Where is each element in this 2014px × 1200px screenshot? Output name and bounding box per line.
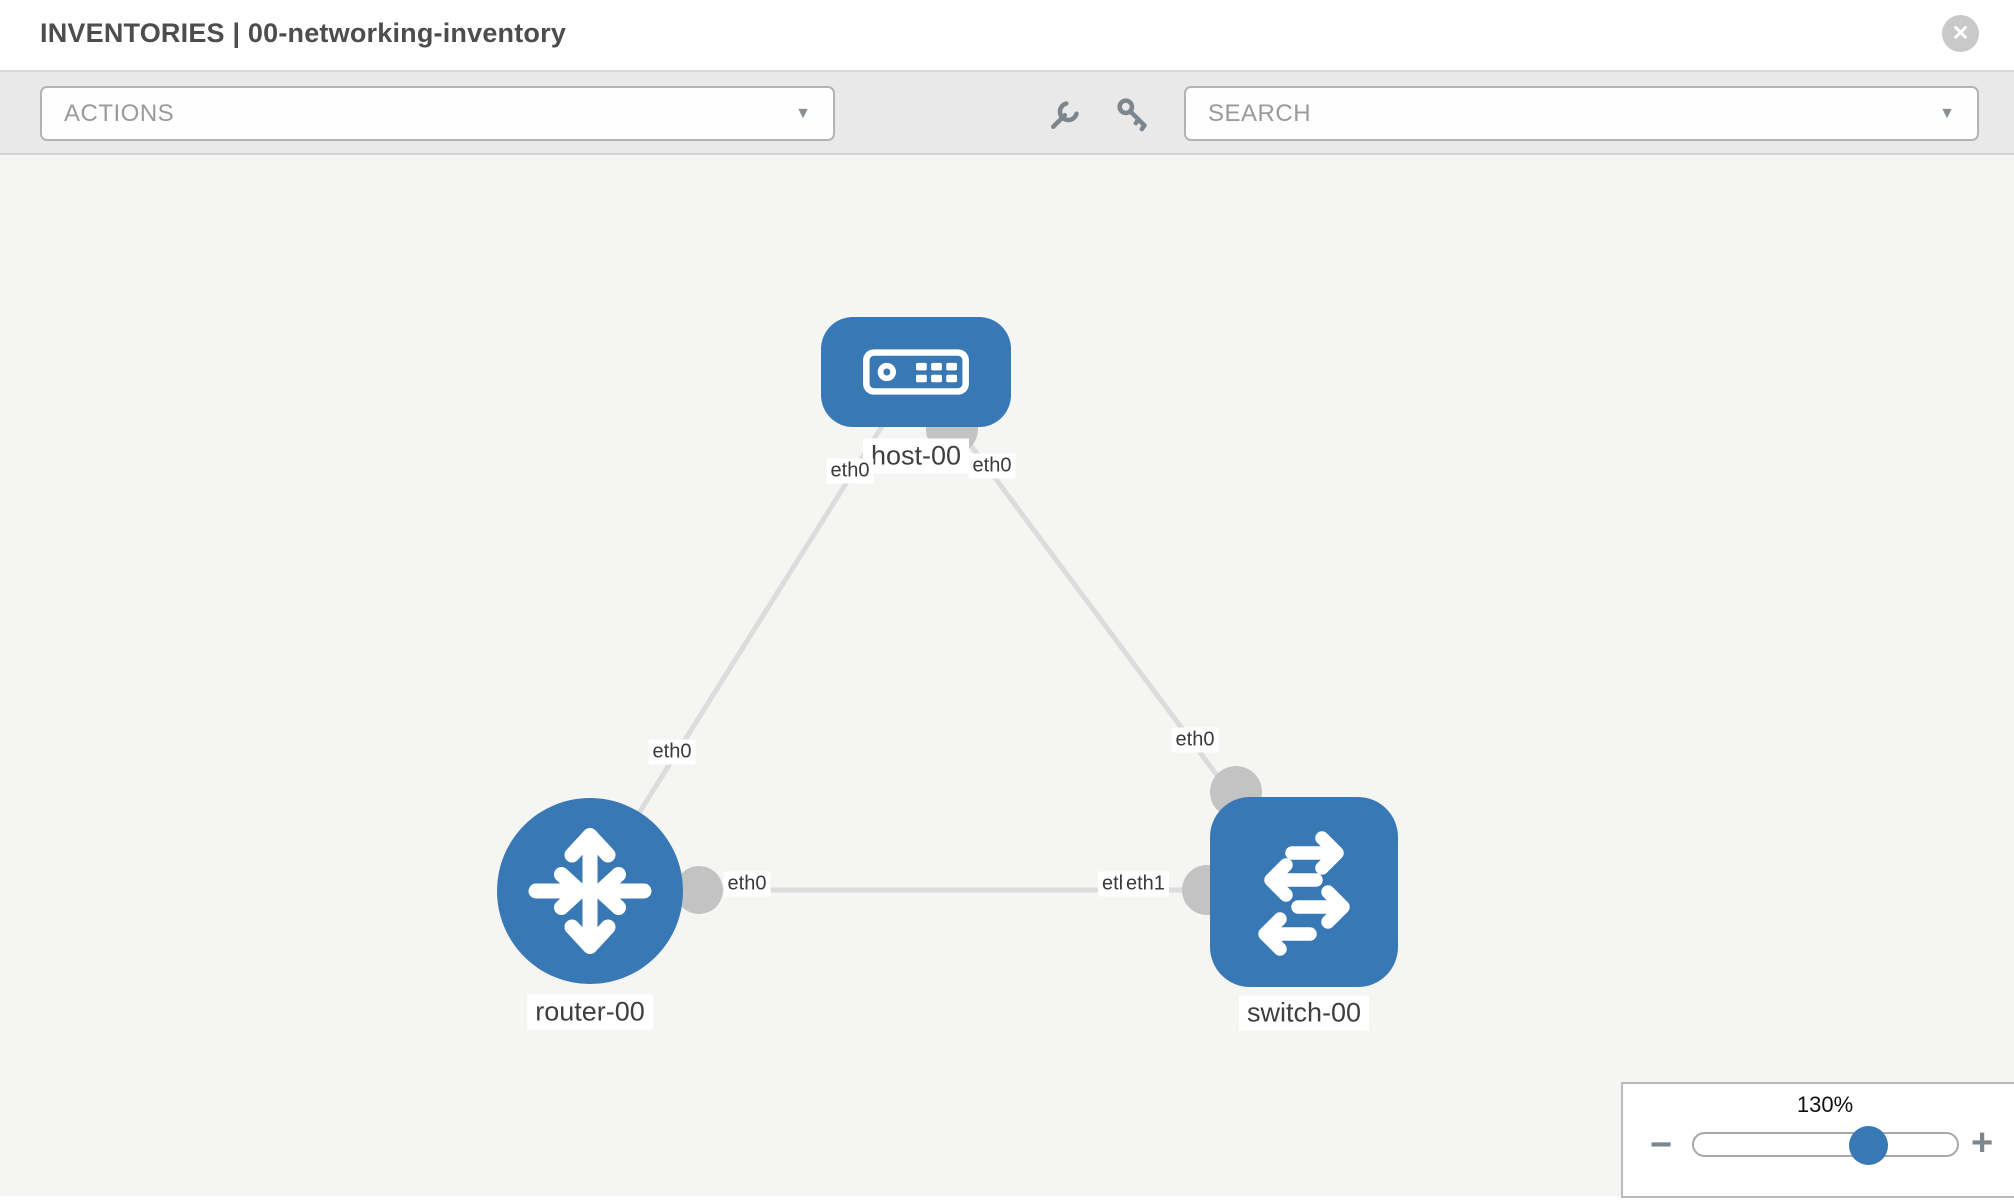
interface-label-host-eth0-right: eth0 xyxy=(968,453,1016,479)
chevron-down-icon: ▼ xyxy=(795,104,811,122)
header: INVENTORIES | 00-networking-inventory ✕ xyxy=(0,0,2014,72)
interface-dot-router-eth0[interactable] xyxy=(675,866,723,914)
node-router-00[interactable] xyxy=(497,798,683,984)
node-switch-00[interactable] xyxy=(1210,797,1398,987)
host-icon xyxy=(863,349,969,395)
chevron-down-icon: ▼ xyxy=(1939,104,1955,122)
actions-dropdown[interactable]: ACTIONS ▼ xyxy=(40,86,835,141)
router-icon xyxy=(528,828,652,954)
interface-label-router-eth0-right: eth0 xyxy=(723,871,771,897)
node-label-switch-00: switch-00 xyxy=(1238,995,1370,1031)
close-button[interactable]: ✕ xyxy=(1942,15,1979,52)
toolbar: ACTIONS ▼ SEARCH ▼ xyxy=(0,72,2014,155)
zoom-slider-track[interactable] xyxy=(1692,1126,1959,1165)
interface-label-switch-eth0-top: eth0 xyxy=(1171,727,1219,753)
configure-button[interactable] xyxy=(1048,96,1084,132)
zoom-in-button[interactable]: + xyxy=(1971,1124,1993,1162)
minus-icon: − xyxy=(1650,1124,1673,1166)
zoom-slider-thumb[interactable] xyxy=(1849,1126,1888,1165)
interface-label-host-eth0-left: eth0 xyxy=(826,458,874,484)
node-host-00[interactable] xyxy=(821,317,1011,427)
links-layer xyxy=(587,370,1307,915)
node-label-host-00: host-00 xyxy=(862,438,970,474)
page-title: INVENTORIES | 00-networking-inventory xyxy=(40,18,567,48)
credentials-button[interactable] xyxy=(1115,96,1151,132)
key-icon xyxy=(1117,98,1147,132)
topology-canvas[interactable]: host-00 router-00 switch-00 eth0 eth0 et… xyxy=(0,155,2014,1198)
zoom-level: 130% xyxy=(1796,1092,1854,1117)
node-label-router-00: router-00 xyxy=(527,994,653,1030)
interface-label-router-eth0-top: eth0 xyxy=(648,739,696,765)
actions-dropdown-label: ACTIONS xyxy=(64,99,175,127)
zoom-panel: 130% − + xyxy=(1621,1082,2014,1198)
close-icon: ✕ xyxy=(1951,22,1970,45)
search-dropdown-label: SEARCH xyxy=(1208,99,1312,127)
wrench-icon xyxy=(1051,101,1079,129)
search-dropdown[interactable]: SEARCH ▼ xyxy=(1184,86,1979,141)
interface-label-switch-eth1: eth1 xyxy=(1122,871,1169,897)
switch-icon xyxy=(1258,831,1350,956)
plus-icon: + xyxy=(1971,1122,1994,1164)
zoom-out-button[interactable]: − xyxy=(1650,1126,1672,1164)
